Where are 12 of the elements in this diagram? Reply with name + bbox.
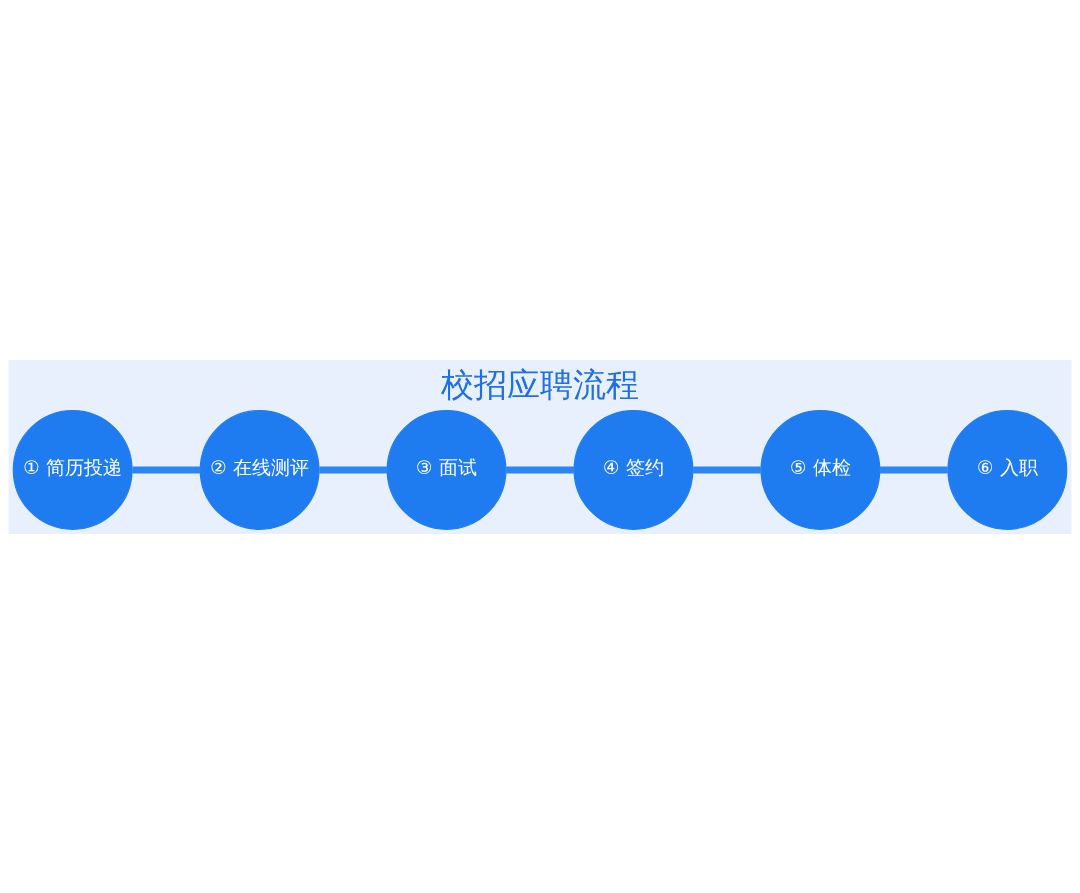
node-circle: ② 在线测评 (199, 409, 320, 530)
connector (506, 465, 574, 473)
connector (132, 465, 201, 473)
connector (880, 465, 948, 473)
connector (693, 465, 761, 473)
node-circle: ⑥ 入职 (947, 409, 1068, 530)
node-circle: ③ 面试 (386, 409, 507, 530)
diagram-title: 校招应聘流程 (441, 364, 639, 404)
node-circle: ⑤ 体检 (760, 409, 881, 530)
node-circle: ① 简历投递 (12, 409, 133, 530)
connector (319, 465, 387, 473)
node-circle: ④ 签约 (573, 409, 694, 530)
